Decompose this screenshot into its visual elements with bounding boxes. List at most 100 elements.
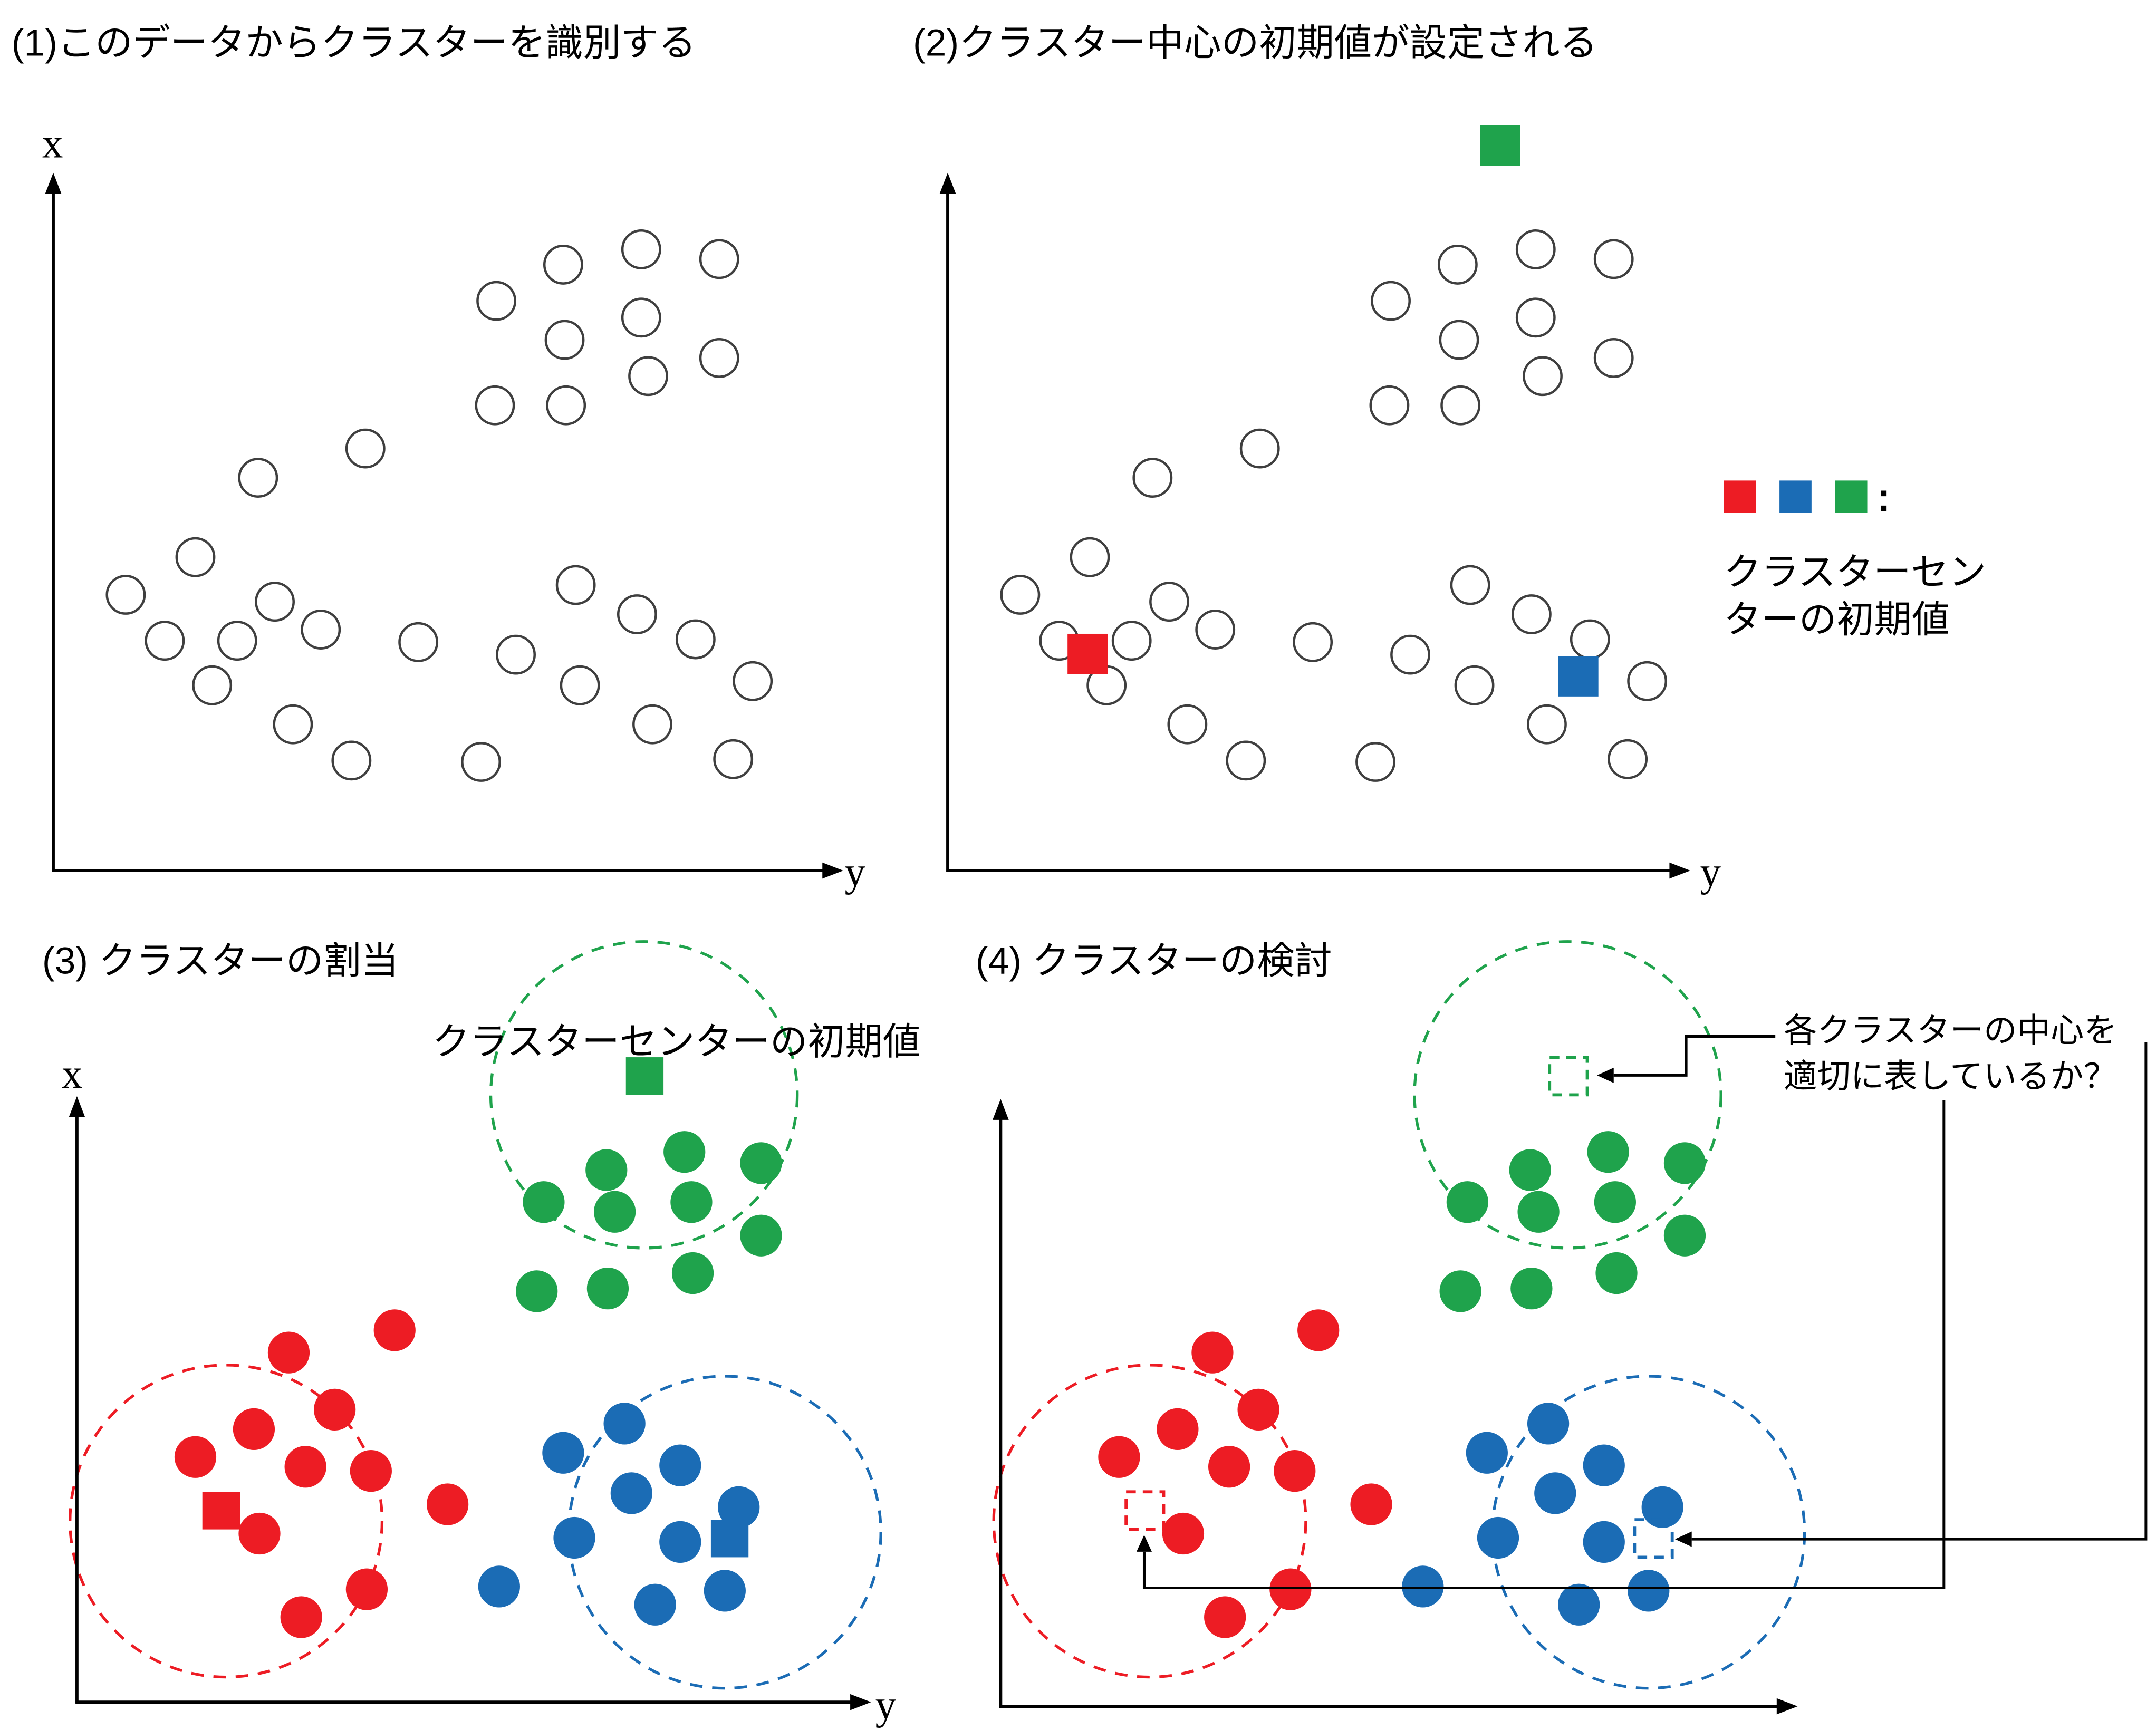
blue-cluster-point — [1641, 1486, 1683, 1528]
green-cluster-point — [740, 1142, 782, 1184]
data-point — [699, 338, 739, 378]
data-point — [628, 356, 668, 397]
legend-text-line2: ターの初期値 — [1724, 598, 1949, 641]
data-point — [543, 245, 583, 285]
data-point — [331, 740, 372, 781]
red-cluster-boundary — [992, 1364, 1307, 1679]
red-cluster-point — [427, 1483, 469, 1525]
red-cluster-point — [1204, 1596, 1246, 1638]
red-cluster-point — [1157, 1408, 1199, 1451]
red-cluster-point — [373, 1309, 416, 1351]
data-point — [1239, 428, 1280, 469]
blue-cluster-boundary — [567, 1375, 882, 1690]
annotation-to-red-center-arrow-head — [1136, 1535, 1152, 1552]
data-point — [1132, 458, 1173, 498]
panel4-cluster-boundaries — [992, 940, 1806, 1690]
panel3-horizontal-axis-arrow — [850, 1694, 871, 1710]
data-point — [1593, 239, 1634, 279]
green-cluster-point — [1446, 1181, 1488, 1223]
legend-colon: : — [1877, 476, 1891, 520]
panel4-centers-dashed — [1124, 1056, 1674, 1559]
green-cluster-point — [586, 1267, 629, 1310]
data-point — [1226, 740, 1266, 781]
panel1-axes — [45, 172, 843, 879]
data-point — [713, 739, 754, 779]
green-cluster-point — [740, 1214, 782, 1257]
red-cluster-point — [1162, 1512, 1205, 1555]
red-cluster-point — [1297, 1309, 1340, 1351]
data-point — [1000, 575, 1041, 615]
data-point — [496, 634, 536, 675]
data-point — [238, 458, 278, 498]
data-point — [1167, 704, 1208, 745]
panel4-title: (4) クラスターの検討 — [976, 940, 1332, 982]
data-point — [1450, 565, 1490, 605]
red-cluster-point — [238, 1512, 281, 1555]
blue-cluster-point — [659, 1521, 701, 1563]
panel4-vertical-axis-arrow — [993, 1099, 1009, 1120]
data-point — [1390, 634, 1430, 675]
red-cluster-point — [1191, 1331, 1234, 1374]
panel1-y-axis-label: y — [845, 849, 866, 895]
green-cluster-boundary — [489, 940, 799, 1250]
green-cluster-point — [1509, 1149, 1551, 1191]
data-point — [1523, 356, 1563, 397]
data-point — [1070, 537, 1110, 577]
blue-cluster-point — [1558, 1583, 1600, 1626]
data-point — [301, 610, 341, 650]
panel2-data-points — [1000, 229, 1668, 782]
green-cluster-point — [1663, 1142, 1706, 1184]
panel3-y-axis-label: y — [875, 1682, 897, 1728]
blue-cluster-point — [1466, 1432, 1508, 1474]
data-point — [475, 385, 515, 426]
green-cluster-boundary — [1413, 940, 1722, 1250]
red-cluster-point — [233, 1408, 275, 1451]
initial-centers-label: クラスターセンターの初期値 — [432, 1021, 921, 1063]
blue-center-square-dashed — [1633, 1518, 1674, 1559]
data-point — [1195, 610, 1236, 650]
blue-cluster-point — [1628, 1570, 1670, 1612]
red-cluster-boundary — [69, 1364, 384, 1679]
annotation-to-blue-center-arrow — [1691, 1041, 2148, 1541]
legend-blue-swatch — [1779, 480, 1812, 513]
data-point — [733, 661, 773, 701]
green-cluster-point — [663, 1131, 706, 1173]
green-cluster-point — [1587, 1131, 1629, 1173]
panel3-centers — [202, 1057, 749, 1558]
red-initial-center-square — [1067, 633, 1108, 674]
legend-red-swatch — [1724, 480, 1756, 513]
blue-cluster-point — [542, 1432, 584, 1474]
data-point — [1369, 385, 1410, 426]
panel1-vertical-axis-arrow — [45, 172, 62, 194]
blue-cluster-point — [718, 1486, 760, 1528]
panel4-axes — [993, 1099, 1798, 1715]
panel2-y-axis-label: y — [1700, 849, 1721, 895]
red-cluster-point — [1350, 1483, 1392, 1525]
data-point — [398, 622, 439, 662]
data-point — [1527, 704, 1567, 745]
data-point — [1437, 245, 1478, 285]
panel3-title: (3) クラスターの割当 — [42, 940, 399, 982]
data-point — [632, 704, 672, 745]
blue-cluster-point — [1534, 1472, 1576, 1514]
green-cluster-point — [1594, 1181, 1637, 1223]
red-cluster-point — [314, 1388, 356, 1431]
annotation-to-blue-center-arrow-head — [1674, 1531, 1692, 1547]
green-cluster-point — [1517, 1191, 1560, 1233]
blue-cluster-point — [610, 1472, 652, 1514]
green-cluster-point — [671, 1252, 714, 1294]
data-point — [217, 621, 257, 661]
green-cluster-point — [670, 1181, 713, 1223]
panel3-axes — [69, 1096, 871, 1710]
panel1-title: (1)このデータからクラスターを識別する — [12, 22, 696, 64]
data-point — [461, 742, 501, 782]
panel3-x-axis-label: x — [62, 1051, 83, 1097]
panel1-x-axis-label: x — [42, 121, 63, 167]
data-point — [1439, 320, 1479, 360]
annotation-line2: 適切に表しているか？ — [1784, 1058, 2117, 1095]
panel4-horizontal-axis-arrow — [1776, 1698, 1798, 1715]
data-point — [1111, 621, 1152, 661]
panel4-data-points — [1098, 1131, 1706, 1638]
